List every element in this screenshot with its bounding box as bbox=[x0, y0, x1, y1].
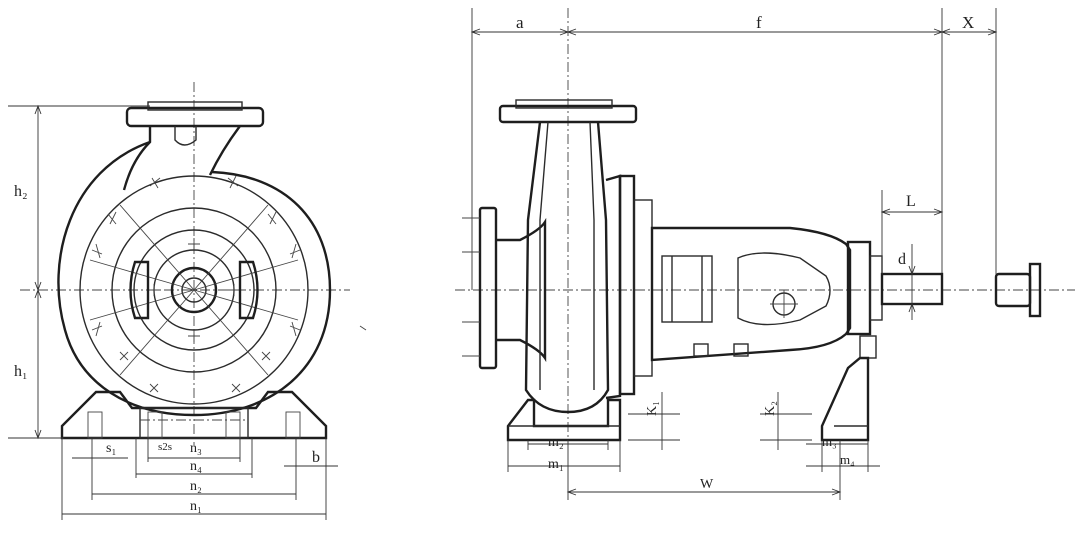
dim-label-a: a bbox=[516, 13, 524, 32]
dim-label-w: W bbox=[700, 477, 714, 492]
dim-label-k1: K₁ bbox=[645, 401, 660, 416]
dim-label-h2: h₂ bbox=[14, 183, 28, 200]
dim-label-L: L bbox=[906, 193, 916, 210]
front-volute-casing bbox=[57, 140, 332, 417]
front-shaft-hub bbox=[170, 266, 218, 314]
dim-label-n2: n₂ bbox=[190, 479, 202, 494]
side-coupling-half bbox=[994, 262, 1042, 318]
dim-label-f: f bbox=[756, 13, 762, 32]
side-bearing-frame bbox=[650, 226, 852, 362]
stray-mark bbox=[359, 325, 367, 331]
front-bottom-dimensions bbox=[61, 438, 338, 520]
dim-label-s2: s2s bbox=[158, 441, 172, 453]
side-shaft-end bbox=[846, 240, 944, 359]
dim-label-m2: m₂ bbox=[548, 435, 564, 450]
front-bolt-marks bbox=[91, 175, 301, 393]
side-suction-flange bbox=[462, 206, 547, 370]
side-k-dimensions bbox=[628, 392, 812, 450]
dim-label-x: X bbox=[962, 13, 974, 32]
dim-label-m3: m₃ bbox=[822, 434, 837, 449]
dim-label-b: b bbox=[312, 449, 320, 466]
dim-label-d: d bbox=[898, 251, 906, 268]
side-discharge-and-volute bbox=[498, 99, 653, 414]
side-top-dimensions bbox=[470, 8, 998, 300]
dim-label-m4: m₄ bbox=[840, 452, 855, 467]
front-height-dimensions bbox=[8, 104, 150, 440]
front-radial-lines bbox=[89, 204, 299, 376]
front-support-foot bbox=[60, 390, 328, 440]
front-casing-ring bbox=[79, 175, 309, 405]
dim-label-n1: n₁ bbox=[190, 499, 202, 514]
side-view: a f X bbox=[455, 8, 1075, 500]
dim-label-m1: m₁ bbox=[548, 457, 564, 472]
dim-label-n3: n₃ bbox=[190, 441, 202, 456]
dim-label-k2: K₂ bbox=[763, 401, 778, 416]
dim-label-n4: n₄ bbox=[190, 459, 202, 474]
front-view: h₂ h₁ s₁ s2s n₃ n₄ n₂ n₁ b bbox=[8, 82, 350, 520]
dim-label-s1: s₁ bbox=[106, 441, 116, 456]
side-pump-foot bbox=[506, 398, 622, 442]
dim-label-h1: h₁ bbox=[14, 363, 28, 380]
side-bearing-foot bbox=[820, 356, 870, 442]
side-shaft-dimensions bbox=[880, 190, 944, 320]
side-bottom-dimensions bbox=[507, 440, 880, 500]
